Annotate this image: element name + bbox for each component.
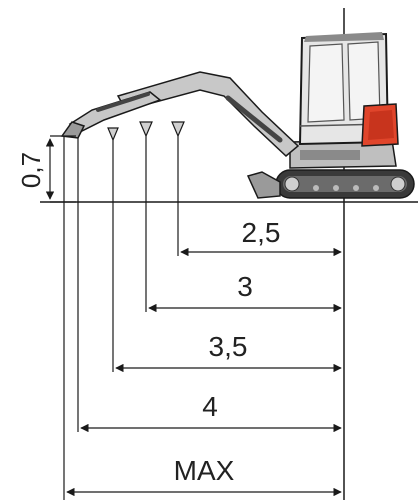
bucket-tip-marker-3: [139, 121, 153, 138]
bucket-tip-marker-25: [171, 121, 185, 138]
height-dimension: 0,7: [16, 135, 76, 203]
bucket: [60, 121, 86, 139]
reach-label-4: 4: [202, 391, 218, 422]
reach-label-35: 3,5: [209, 331, 248, 362]
reach-label-25: 2,5: [242, 217, 281, 248]
boom: [116, 71, 300, 158]
reach-label-max: MAX: [174, 455, 235, 486]
height-label: 0,7: [16, 152, 46, 188]
dozer-blade: [246, 171, 281, 199]
reach-label-3: 3: [237, 271, 253, 302]
bucket-tip-marker-35: [107, 127, 119, 142]
excavator-illustration: [60, 32, 415, 199]
